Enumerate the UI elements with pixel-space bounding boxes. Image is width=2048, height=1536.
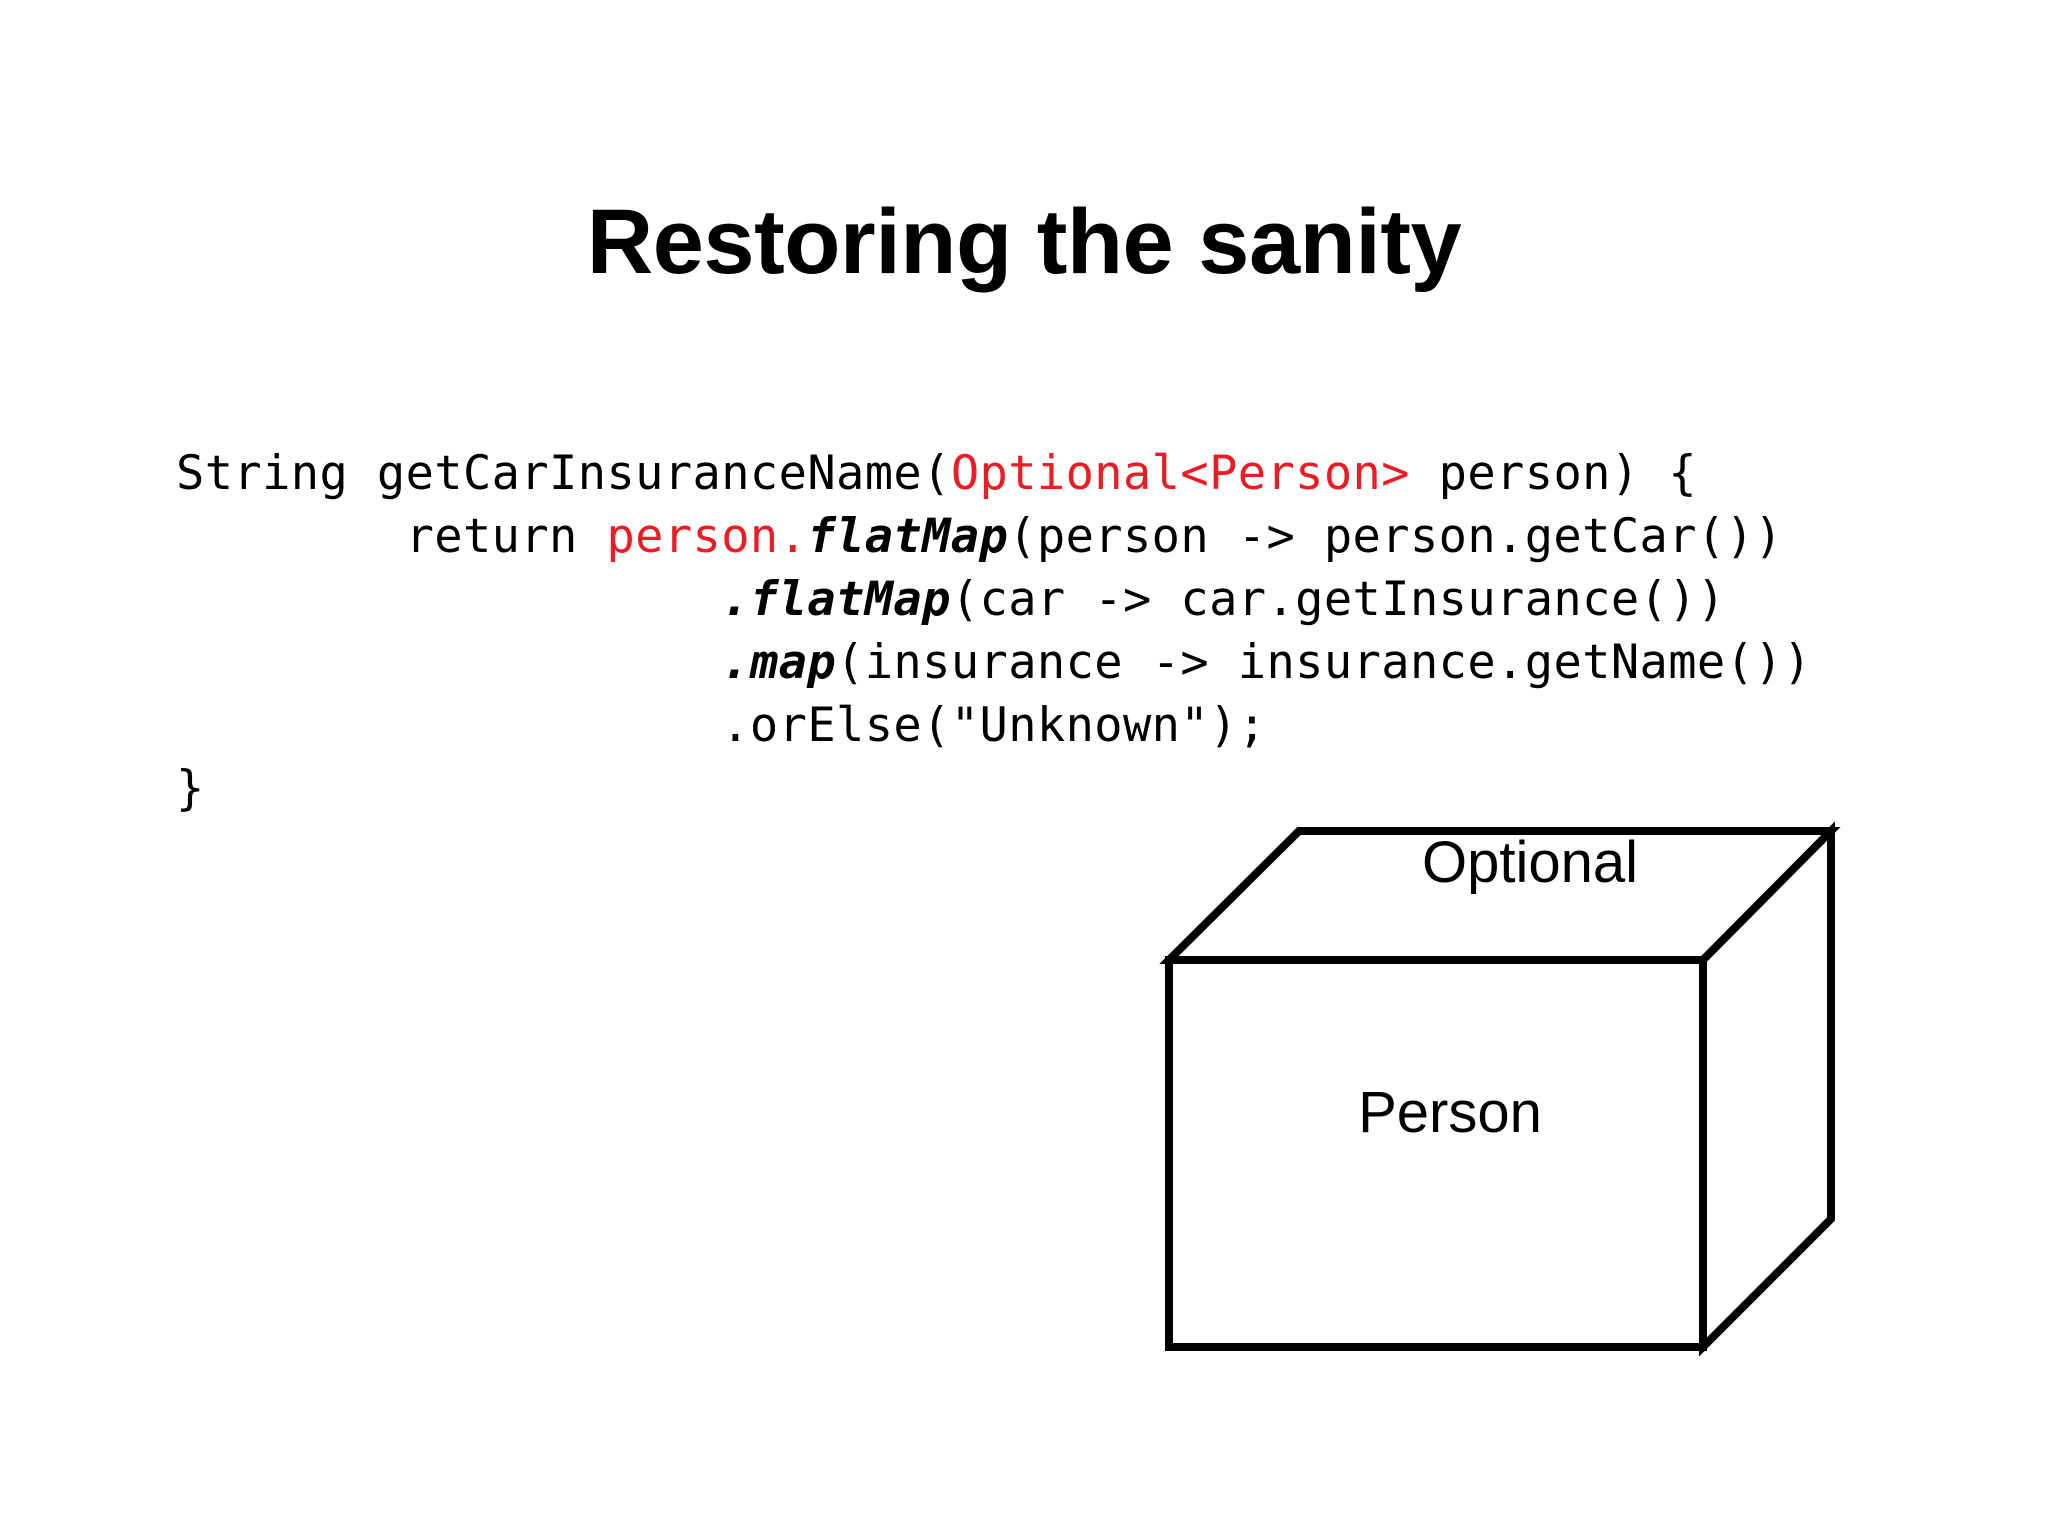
code-token: .orElse("Unknown"); bbox=[176, 698, 1267, 753]
code-token: . bbox=[176, 572, 750, 627]
code-token: } bbox=[176, 761, 205, 816]
code-token: String getCarInsuranceName( bbox=[176, 446, 951, 501]
code-token: . bbox=[176, 635, 750, 690]
cube-shape bbox=[1159, 821, 1841, 1357]
code-token: person. bbox=[606, 509, 808, 564]
page-title: Restoring the sanity bbox=[586, 190, 1462, 293]
cube-front-label: Person bbox=[1358, 1080, 1542, 1145]
code-token: return bbox=[176, 509, 607, 564]
code-line-6: } bbox=[176, 757, 1976, 820]
code-line-2: return person.flatMap(person -> person.g… bbox=[176, 505, 1976, 568]
code-line-5: .orElse("Unknown"); bbox=[176, 694, 1976, 757]
code-token: (person -> person.getCar()) bbox=[1008, 509, 1784, 564]
cube-front-face bbox=[1165, 956, 1707, 1351]
code-line-4: .map(insurance -> insurance.getName()) bbox=[176, 631, 1976, 694]
cube-right-face bbox=[1699, 821, 1835, 1357]
optional-person-box-diagram: Optional Person bbox=[1120, 790, 1920, 1410]
code-token: flatMap bbox=[749, 572, 951, 627]
code-line-1: String getCarInsuranceName(Optional<Pers… bbox=[176, 442, 1976, 505]
code-token: person) { bbox=[1409, 446, 1697, 501]
code-token: flatMap bbox=[807, 509, 1009, 564]
code-token: Optional<Person> bbox=[950, 446, 1410, 501]
code-line-3: .flatMap(car -> car.getInsurance()) bbox=[176, 568, 1976, 631]
code-token: (insurance -> insurance.getName()) bbox=[836, 635, 1812, 690]
code-token: (car -> car.getInsurance()) bbox=[950, 572, 1726, 627]
code-token: map bbox=[749, 635, 837, 690]
cube-top-label: Optional bbox=[1421, 830, 1639, 895]
code-block: String getCarInsuranceName(Optional<Pers… bbox=[176, 442, 1976, 820]
